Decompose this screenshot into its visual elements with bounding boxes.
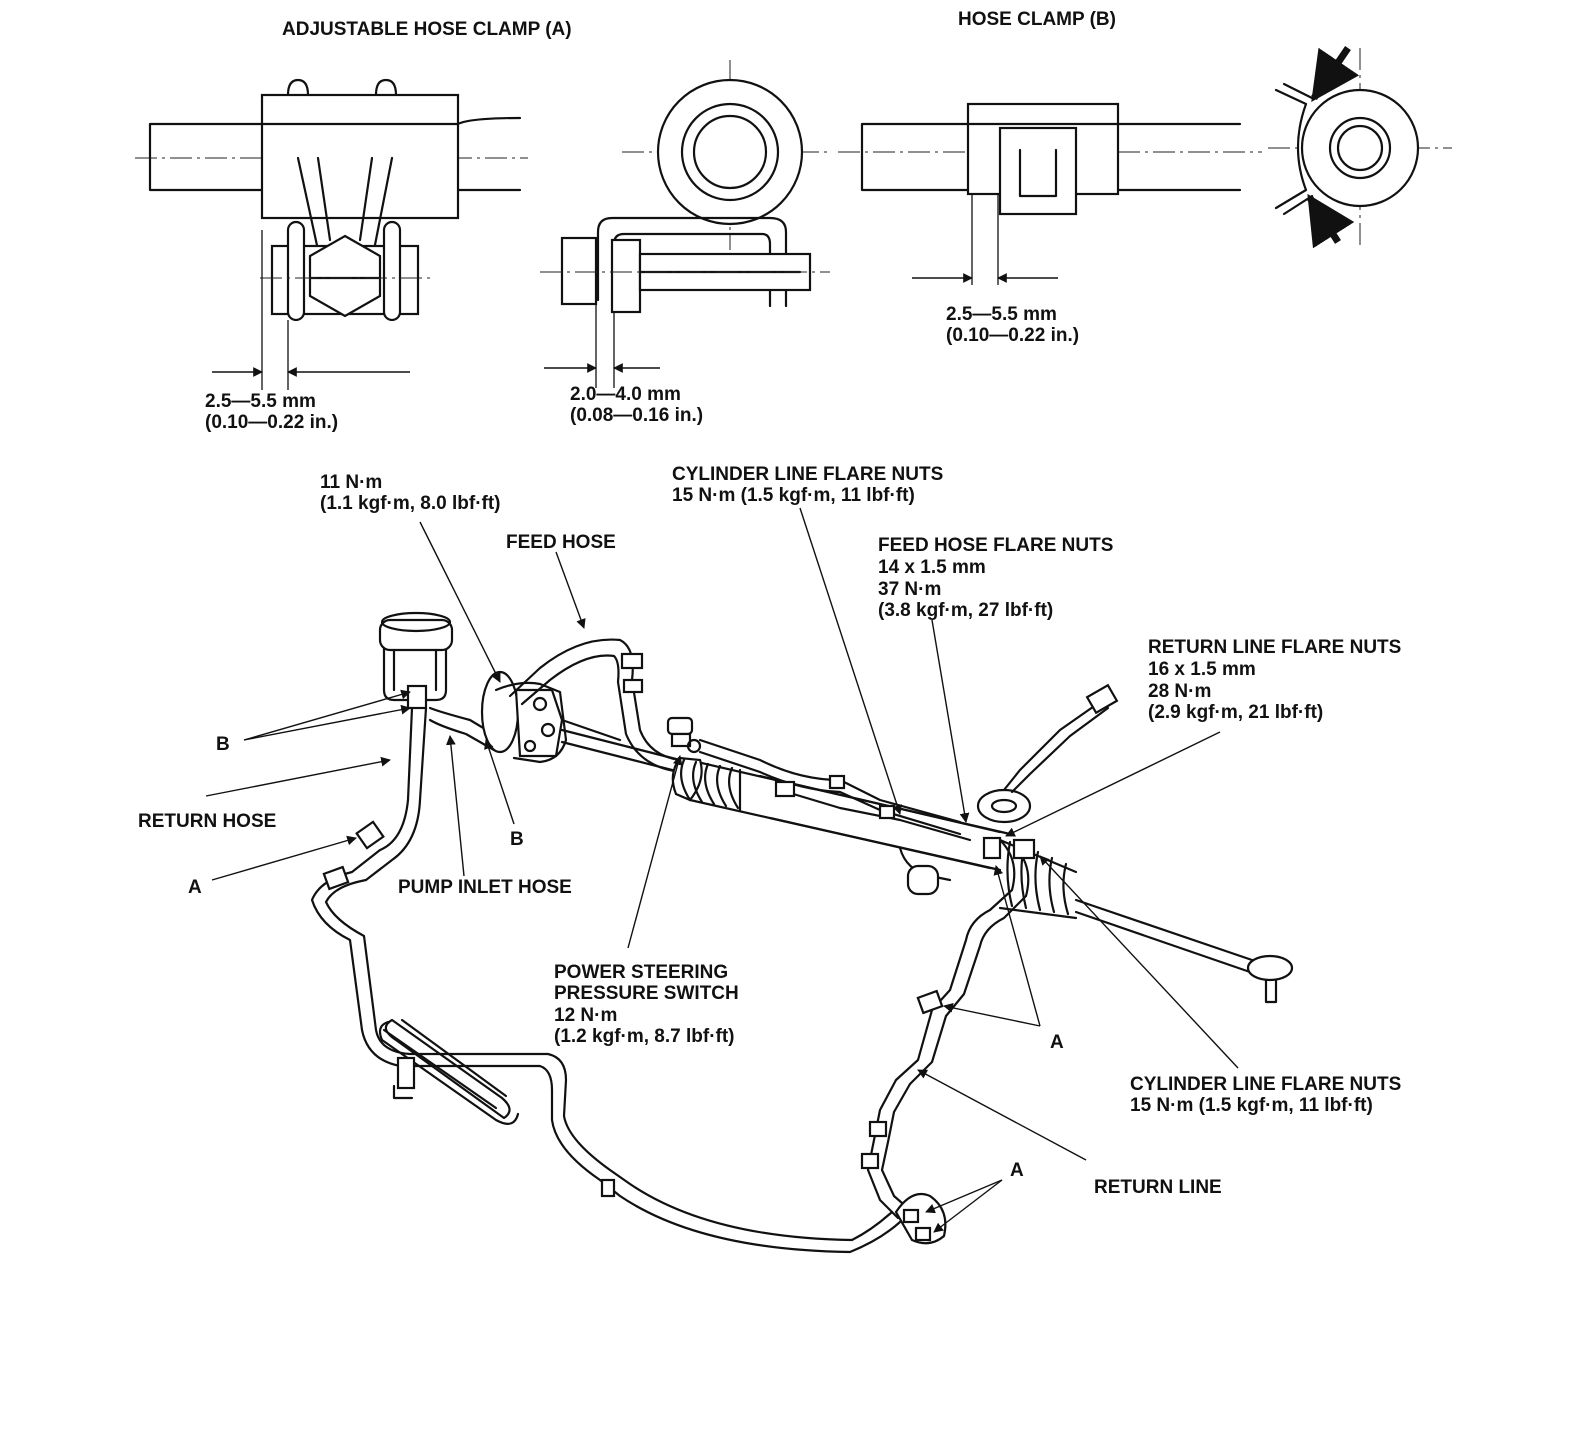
hose-clamp-b-title: HOSE CLAMP (B) [958, 9, 1116, 30]
cyl-flare-top-line1: CYLINDER LINE FLARE NUTS [672, 464, 943, 485]
leader-lines [205, 507, 1239, 1233]
hose-clamp-b-end-view [1268, 46, 1452, 249]
clamp-a-dim1-line2: (0.10—0.22 in.) [205, 412, 338, 433]
adjustable-clamp-end-view [540, 60, 830, 388]
return-flare-line2: 16 x 1.5 mm [1148, 659, 1256, 680]
reservoir [378, 611, 454, 710]
adjustable-clamp-title: ADJUSTABLE HOSE CLAMP (A) [282, 19, 572, 40]
clamp-a-dim2-line2: (0.08—0.16 in.) [570, 405, 703, 426]
clamp-b-dim-line1: 2.5—5.5 mm [946, 304, 1057, 325]
cyl-flare-top-line2: 15 N·m (1.5 kgf·m, 11 lbf·ft) [672, 485, 915, 506]
b-upper-label: B [216, 734, 230, 755]
pump-inlet-hose [428, 706, 502, 752]
clamp-a-return-hose [355, 820, 385, 850]
clamp-b-dim-line2: (0.10—0.22 in.) [946, 325, 1079, 346]
feed-flare-line3: 37 N·m [878, 579, 941, 600]
adjustable-clamp-side-view [135, 78, 528, 390]
a-left-label: A [188, 877, 202, 898]
steering-rack [671, 683, 1294, 1004]
pressure-switch [666, 716, 702, 754]
fluid-cooler [384, 1018, 511, 1120]
return-hose-label: RETURN HOSE [138, 811, 276, 832]
ps-switch-line4: (1.2 kgf·m, 8.7 lbf·ft) [554, 1026, 735, 1047]
ps-switch-line3: 12 N·m [554, 1005, 617, 1026]
ps-switch-line1: POWER STEERING [554, 962, 728, 983]
return-line [866, 838, 1016, 1220]
a-bottom-label: A [1010, 1160, 1024, 1181]
return-flare-line1: RETURN LINE FLARE NUTS [1148, 637, 1401, 658]
return-line-label: RETURN LINE [1094, 1177, 1222, 1198]
return-flare-line4: (2.9 kgf·m, 21 lbf·ft) [1148, 702, 1323, 723]
cyl-flare-bottom-line1: CYLINDER LINE FLARE NUTS [1130, 1074, 1401, 1095]
cyl-flare-bottom-line2: 15 N·m (1.5 kgf·m, 11 lbf·ft) [1130, 1095, 1373, 1116]
pump-torque-line2: (1.1 kgf·m, 8.0 lbf·ft) [320, 493, 501, 514]
feed-flare-line4: (3.8 kgf·m, 27 lbf·ft) [878, 600, 1053, 621]
b-lower-label: B [510, 829, 524, 850]
feed-hose-label: FEED HOSE [506, 532, 616, 553]
hose-clamp-b-side-view [838, 102, 1262, 285]
clamp-a-dim1-line1: 2.5—5.5 mm [205, 391, 316, 412]
pump-torque-line1: 11 N·m [320, 472, 382, 493]
ps-switch-line2: PRESSURE SWITCH [554, 983, 739, 1004]
feed-hose [508, 638, 682, 762]
pump-inlet-label: PUMP INLET HOSE [398, 877, 572, 898]
power-steering-pump [480, 670, 622, 764]
clamp-a-dim2-line1: 2.0—4.0 mm [570, 384, 681, 405]
return-flare-line3: 28 N·m [1148, 681, 1211, 702]
feed-flare-line1: FEED HOSE FLARE NUTS [878, 535, 1113, 556]
feed-flare-line2: 14 x 1.5 mm [878, 557, 986, 578]
a-mid-label: A [1050, 1032, 1064, 1053]
left-tie-rod [560, 728, 682, 774]
